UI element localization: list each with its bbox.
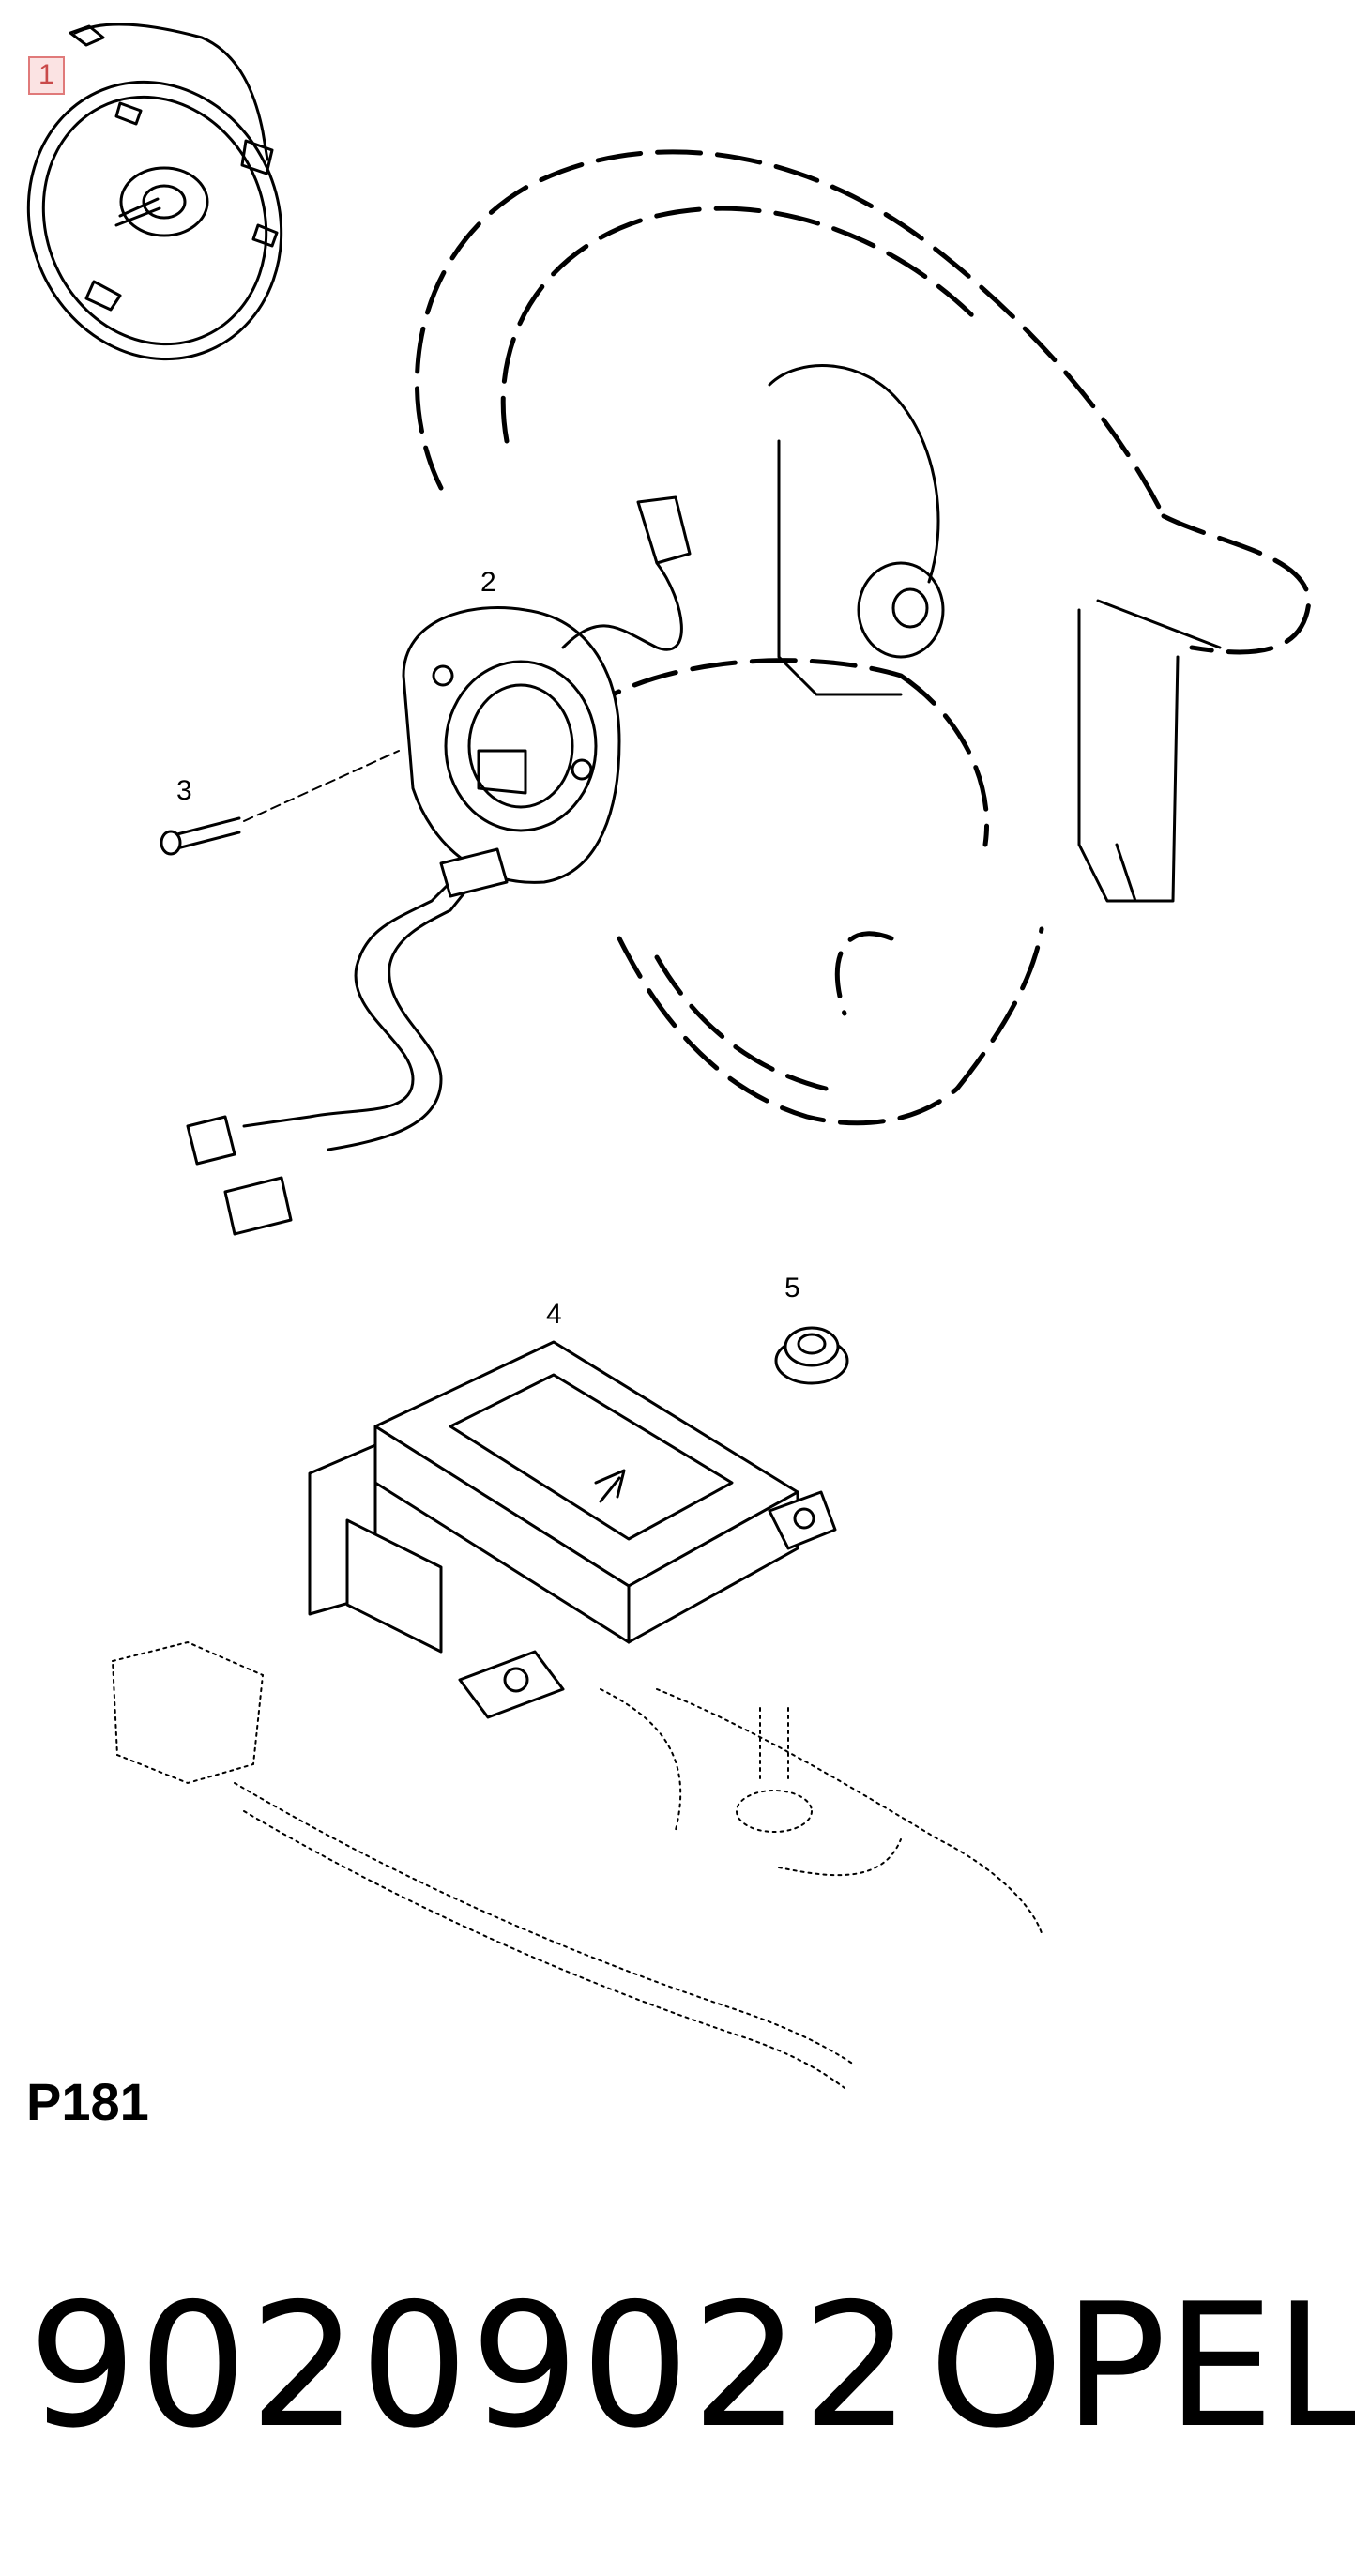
steering-column-hub (768, 364, 1222, 903)
callout-3: 3 (176, 775, 192, 806)
part-number: 90209022 (28, 2266, 913, 2465)
wiring-harness-background (111, 1640, 1043, 2089)
steering-wheel-outline (414, 149, 1312, 1126)
screw (160, 750, 400, 856)
clock-spring-detail (26, 23, 283, 361)
diagram-code: P181 (26, 2072, 149, 2131)
airbag-control-module (308, 1340, 837, 1719)
nut (774, 1326, 849, 1385)
callout-4: 4 (546, 1299, 562, 1330)
clock-spring-assembly (186, 495, 692, 1236)
callout-1: 1 (28, 56, 65, 95)
callout-5: 5 (784, 1273, 800, 1303)
callout-2: 2 (480, 567, 496, 598)
brand-name: OPEL (929, 2266, 1355, 2465)
